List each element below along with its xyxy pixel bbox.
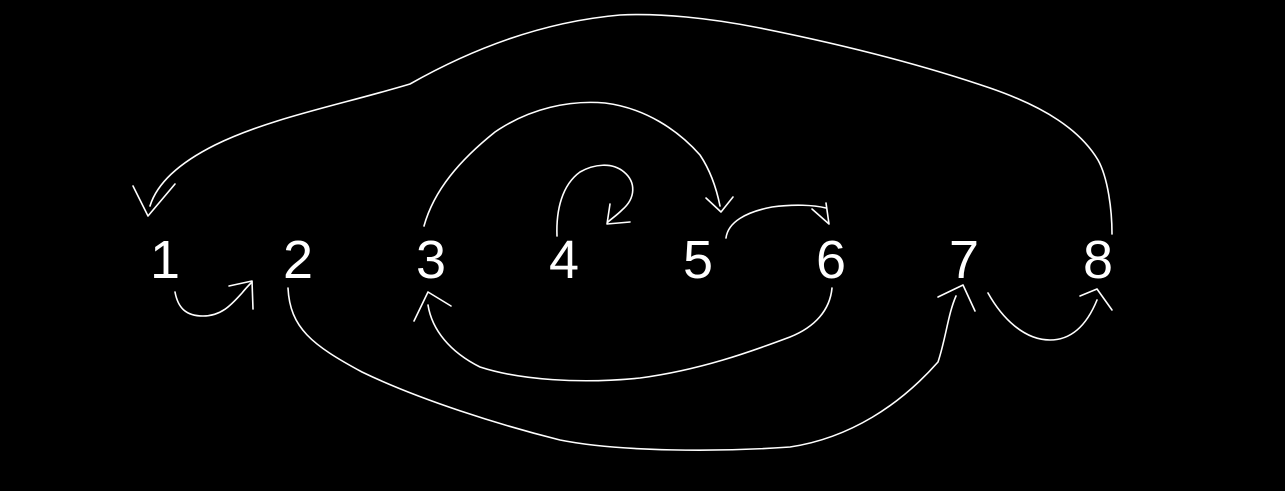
node-6-label: 6	[816, 230, 846, 290]
node-7-label: 7	[949, 230, 979, 290]
node-4-label: 4	[549, 230, 579, 290]
node-8-label: 8	[1083, 230, 1113, 290]
edge-4-self-loop	[556, 164, 634, 237]
node-1-label: 1	[150, 230, 180, 290]
edge-8-to-1	[132, 13, 1113, 235]
edge-7-to-8	[987, 288, 1113, 341]
edge-2-to-7	[287, 284, 976, 451]
node-3-label: 3	[416, 230, 446, 290]
edge-5-to-6	[725, 202, 830, 239]
edge-1-to-2	[174, 280, 254, 317]
node-5-label: 5	[683, 230, 713, 290]
node-2-label: 2	[283, 230, 313, 290]
edge-3-to-5	[423, 101, 734, 227]
edge-6-to-3	[413, 287, 833, 382]
